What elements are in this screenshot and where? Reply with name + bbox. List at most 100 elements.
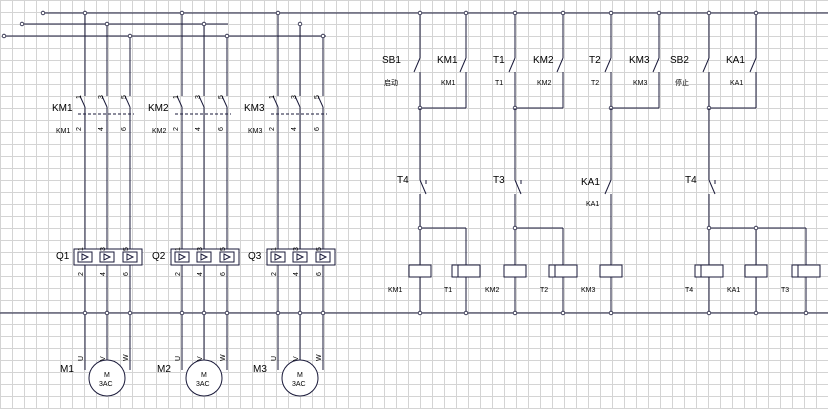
pin-label: 1 — [173, 95, 180, 99]
pin-label: 3 — [291, 95, 298, 99]
breaker-pins: 1 3 5 2 4 6 1 3 5 2 4 6 1 3 5 2 4 6 — [78, 247, 323, 276]
contact-label-km1: KM1 — [437, 55, 458, 66]
contact-note-t1: T1 — [495, 80, 503, 87]
pin-label: 1 — [271, 247, 278, 251]
pin-label: 2 — [76, 127, 83, 131]
pin-label: 2 — [175, 272, 182, 276]
pin-label: 2 — [269, 127, 276, 131]
pin-label: 6 — [123, 272, 130, 276]
power-bus — [0, 10, 828, 314]
coil-label-ka1: KA1 — [727, 287, 740, 294]
terminal-v: V — [293, 356, 300, 361]
pin-label: 6 — [220, 272, 227, 276]
contact-note-sb1: 启动 — [384, 78, 398, 87]
control-circuit-wiring — [408, 10, 821, 316]
contact-note-t2: T2 — [591, 80, 599, 87]
pin-label: 1 — [175, 247, 182, 251]
pin-label: 4 — [98, 127, 105, 131]
pin-label: 5 — [123, 247, 130, 251]
motor-m1-line1: M — [104, 372, 110, 379]
coil-label-t3: T3 — [781, 287, 789, 294]
contactor-sublabel-km3: KM3 — [248, 128, 263, 135]
terminal-w: W — [123, 354, 130, 361]
contactor-label-km1: KM1 — [52, 103, 73, 114]
contact-note-ka1: KA1 — [730, 80, 743, 87]
motor-m2-line1: M — [201, 372, 207, 379]
mid-contact-label-ka1: KA1 — [581, 177, 600, 188]
pin-label: 6 — [314, 127, 321, 131]
motor-branch-1 — [73, 10, 143, 397]
motor-m3-line2: 3AC — [292, 381, 306, 388]
pin-label: 5 — [314, 95, 321, 99]
pin-label: 1 — [76, 95, 83, 99]
coil-label-t2: T2 — [540, 287, 548, 294]
motor-label-m2: M2 — [157, 364, 171, 375]
contactor-sublabel-km1: KM1 — [56, 128, 71, 135]
pin-label: 3 — [98, 95, 105, 99]
contact-label-km3: KM3 — [629, 55, 650, 66]
mid-contact-label-t4: T4 — [397, 175, 409, 186]
contact-label-t2: T2 — [589, 55, 601, 66]
pin-label: 1 — [269, 95, 276, 99]
motor-label-m1: M1 — [60, 364, 74, 375]
terminal-w: W — [316, 354, 323, 361]
breaker-label-q3: Q3 — [248, 251, 262, 262]
terminal-v: V — [197, 356, 204, 361]
motor-label-m3: M3 — [253, 364, 267, 375]
contactor-sublabel-km2: KM2 — [152, 128, 167, 135]
pin-label: 1 — [78, 247, 85, 251]
terminal-w: W — [220, 354, 227, 361]
terminal-u: U — [271, 356, 278, 361]
coil-label-t4: T4 — [685, 287, 693, 294]
motor-m2-line2: 3AC — [196, 381, 210, 388]
motor-terminals: U V W U V W U V W — [78, 354, 323, 361]
pin-label: 2 — [173, 127, 180, 131]
pin-label: 5 — [218, 95, 225, 99]
pin-label: 6 — [218, 127, 225, 131]
terminal-v: V — [100, 356, 107, 361]
breaker-label-q1: Q1 — [56, 251, 70, 262]
pin-label: 4 — [195, 127, 202, 131]
pin-label: 2 — [271, 272, 278, 276]
contact-note-km1: KM1 — [441, 80, 456, 87]
contact-label-t1: T1 — [493, 55, 505, 66]
motor-m1-line2: 3AC — [99, 381, 113, 388]
motor-m3-line1: M — [297, 372, 303, 379]
contact-note-sb2: 停止 — [675, 78, 689, 87]
pin-label: 4 — [197, 272, 204, 276]
contact-label-sb1: SB1 — [382, 55, 401, 66]
pin-label: 3 — [293, 247, 300, 251]
contact-note-km2: KM2 — [537, 80, 552, 87]
contactor-pins: 1 3 5 2 4 6 1 3 5 2 4 6 1 3 5 2 4 6 — [76, 95, 321, 131]
motor-branch-3 — [266, 10, 336, 397]
contact-label-sb2: SB2 — [670, 55, 689, 66]
contactor-label-km2: KM2 — [148, 103, 169, 114]
coil-label-km3: KM3 — [581, 287, 596, 294]
pin-label: 6 — [121, 127, 128, 131]
pin-label: 3 — [195, 95, 202, 99]
pin-label: 3 — [197, 247, 204, 251]
pin-label: 4 — [293, 272, 300, 276]
terminal-u: U — [78, 356, 85, 361]
pin-label: 4 — [291, 127, 298, 131]
contactor-label-km3: KM3 — [244, 103, 265, 114]
coil-label-km1: KM1 — [388, 287, 403, 294]
pin-label: 3 — [100, 247, 107, 251]
pin-label: 2 — [78, 272, 85, 276]
contact-note-km3: KM3 — [633, 80, 648, 87]
coil-label-t1: T1 — [444, 287, 452, 294]
contact-label-ka1: KA1 — [726, 55, 745, 66]
breaker-label-q2: Q2 — [152, 251, 166, 262]
motor-branch-2 — [170, 10, 240, 397]
pin-label: 6 — [316, 272, 323, 276]
pin-label: 4 — [100, 272, 107, 276]
pin-label: 5 — [316, 247, 323, 251]
terminal-u: U — [175, 356, 182, 361]
pin-label: 5 — [220, 247, 227, 251]
coil-label-km2: KM2 — [485, 287, 500, 294]
contact-label-km2: KM2 — [533, 55, 554, 66]
mid-contact-note-ka1: KA1 — [586, 201, 599, 208]
mid-contact-label-t4b: T4 — [685, 175, 697, 186]
